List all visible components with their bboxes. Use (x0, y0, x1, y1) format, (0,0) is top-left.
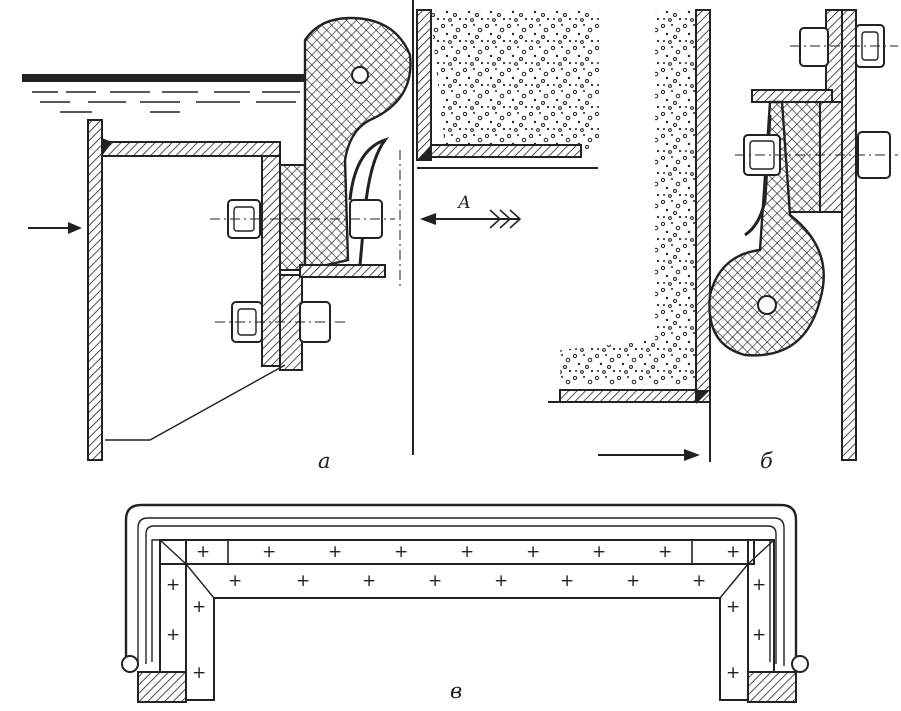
svg-text:+: + (192, 663, 206, 683)
right-plate (841, 9, 857, 461)
plus-mark: + (560, 571, 574, 591)
plus-mark: + (228, 571, 242, 591)
plus-mark: + (658, 542, 672, 562)
plus-row-top: + + + + + + + + + (196, 542, 740, 562)
plus-mark: + (592, 542, 606, 562)
plus-mark: + (726, 542, 740, 562)
seal-profile (303, 16, 412, 272)
plus-mark: + (692, 571, 706, 591)
water-surface (22, 74, 310, 113)
svg-text:+: + (166, 575, 180, 595)
plus-mark: + (494, 571, 508, 591)
view-arrow-a: А (420, 193, 522, 229)
plus-mark: + (428, 571, 442, 591)
hinge-right (747, 655, 809, 703)
plus-columns: + + + + + + + + (166, 575, 766, 683)
plus-mark: + (262, 542, 276, 562)
side-plate (87, 119, 103, 461)
plus-mark: + (296, 571, 310, 591)
label-v: в (450, 679, 462, 703)
flow-arrow-left (28, 222, 82, 234)
svg-text:+: + (726, 663, 740, 683)
bolt-upper-b (790, 24, 898, 68)
svg-text:+: + (726, 597, 740, 617)
flow-arrow-bottom (598, 449, 700, 461)
label-b: б (760, 449, 773, 473)
plus-mark: + (460, 542, 474, 562)
plus-row-inner: + + + + + + + + (228, 571, 706, 591)
top-angle-flange (101, 141, 281, 157)
plus-mark: + (526, 542, 540, 562)
bolt-upper-a (210, 199, 395, 239)
seal-profile-b (708, 100, 825, 357)
bolt-lower-a (215, 301, 345, 343)
plus-mark: + (328, 542, 342, 562)
svg-text:+: + (752, 625, 766, 645)
plus-mark: + (196, 542, 210, 562)
svg-text:+: + (752, 575, 766, 595)
bolt-lower-b (735, 131, 898, 179)
panel-b: б (548, 9, 898, 473)
svg-text:+: + (166, 625, 180, 645)
panel-a: а (22, 16, 412, 473)
view-arrow-label: А (457, 193, 471, 213)
hinge-left (121, 655, 187, 703)
svg-text:+: + (192, 597, 206, 617)
label-a: а (318, 449, 331, 473)
angle-leg (261, 155, 281, 367)
plus-mark: + (626, 571, 640, 591)
plus-mark: + (394, 542, 408, 562)
plus-mark: + (362, 571, 376, 591)
panel-v: + + + + + + + + + + + + + + + + + +++ + … (121, 503, 809, 703)
insulated-corner-top: А (416, 9, 600, 229)
